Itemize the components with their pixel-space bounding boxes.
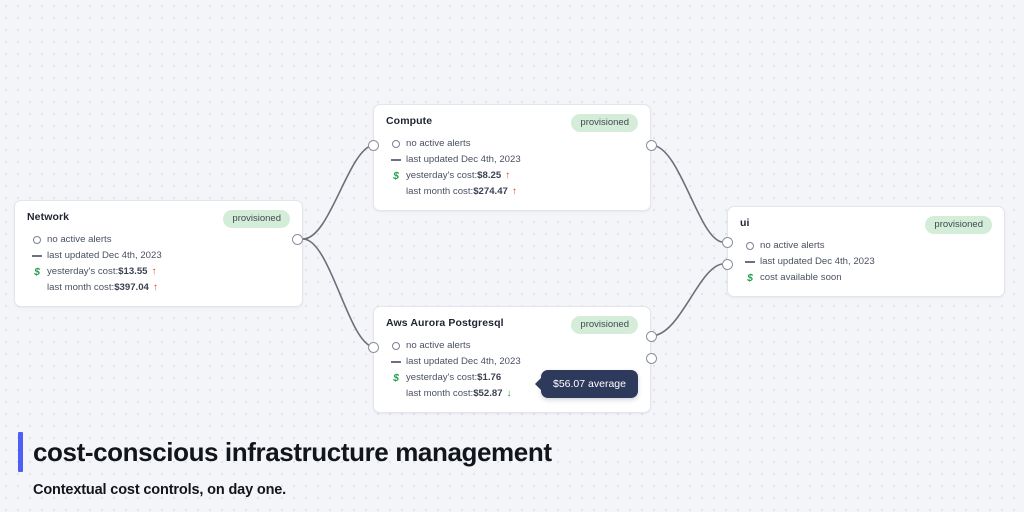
- dashed-line-icon: [27, 254, 47, 257]
- row-yesterday-cost: $ yesterday's cost: $1.76: [386, 370, 638, 385]
- row-value: $274.47: [473, 186, 508, 197]
- edge-network-to-aurora: [302, 238, 374, 348]
- row-alerts: no active alerts: [386, 136, 638, 151]
- handle-compute-left[interactable]: [368, 140, 379, 151]
- handle-aurora-right-top[interactable]: [646, 331, 657, 342]
- node-title: Network: [27, 211, 70, 223]
- trend-up-icon: ↑: [152, 281, 158, 293]
- dollar-icon: $: [393, 169, 399, 182]
- trend-up-icon: ↑: [151, 265, 157, 277]
- status-badge: provisioned: [925, 216, 992, 234]
- node-header: Aws Aurora Postgresql provisioned: [386, 316, 638, 334]
- row-label: no active alerts: [760, 240, 825, 251]
- row-last-updated: last updated Dec 4th, 2023: [27, 248, 290, 263]
- caption-block: cost-conscious infrastructure management…: [0, 424, 1024, 512]
- headline-wrapper: cost-conscious infrastructure management: [18, 432, 552, 472]
- row-label: yesterday's cost:: [406, 170, 478, 181]
- handle-network-right[interactable]: [292, 234, 303, 245]
- row-label: yesterday's cost:: [47, 266, 119, 277]
- trend-down-icon: ↓: [506, 387, 512, 399]
- row-label: cost available soon: [760, 272, 842, 283]
- handle-aurora-right-bottom[interactable]: [646, 353, 657, 364]
- dollar-icon: $: [393, 371, 399, 384]
- bell-outline-icon: [27, 235, 47, 244]
- node-rows: no active alerts last updated Dec 4th, 2…: [386, 338, 638, 401]
- handle-compute-right[interactable]: [646, 140, 657, 151]
- node-compute[interactable]: Compute provisioned no active alerts las…: [373, 104, 651, 211]
- bell-outline-icon: [740, 241, 760, 250]
- row-yesterday-cost: $ yesterday's cost: $8.25 ↑: [386, 168, 638, 183]
- row-label: last updated Dec 4th, 2023: [760, 256, 875, 267]
- row-last-updated: last updated Dec 4th, 2023: [386, 152, 638, 167]
- row-last-month-cost: last month cost: $397.04 ↑: [27, 280, 290, 295]
- status-badge: provisioned: [223, 210, 290, 228]
- row-last-updated: last updated Dec 4th, 2023: [386, 354, 638, 369]
- dollar-icon: $: [34, 265, 40, 278]
- handle-ui-left-top[interactable]: [722, 237, 733, 248]
- row-last-month-cost: last month cost: $274.47 ↑: [386, 184, 638, 199]
- node-header: ui provisioned: [740, 216, 992, 234]
- row-value: $13.55: [118, 266, 148, 277]
- row-label: last updated Dec 4th, 2023: [406, 154, 521, 165]
- trend-up-icon: ↑: [511, 185, 517, 197]
- row-alerts: no active alerts: [386, 338, 638, 353]
- edge-compute-to-ui: [650, 144, 723, 243]
- row-alerts: no active alerts: [740, 238, 992, 253]
- row-label: no active alerts: [406, 138, 471, 149]
- node-rows: no active alerts last updated Dec 4th, 2…: [740, 238, 992, 285]
- row-yesterday-cost: $ yesterday's cost: $13.55 ↑: [27, 264, 290, 279]
- row-label: last month cost:: [406, 388, 474, 399]
- row-value: $8.25: [477, 170, 502, 181]
- row-value: $397.04: [114, 282, 149, 293]
- bell-outline-icon: [386, 341, 406, 350]
- node-ui[interactable]: ui provisioned no active alerts last upd…: [727, 206, 1005, 297]
- row-cost-pending: $ cost available soon: [740, 270, 992, 285]
- page-subtitle: Contextual cost controls, on day one.: [33, 482, 287, 498]
- row-label: last updated Dec 4th, 2023: [47, 250, 162, 261]
- row-label: last month cost:: [406, 186, 474, 197]
- dashed-line-icon: [740, 260, 760, 263]
- edge-network-to-compute: [302, 144, 374, 240]
- flow-canvas[interactable]: Network provisioned no active alerts las…: [0, 0, 1024, 420]
- cost-average-tooltip: $56.07 average: [541, 370, 638, 398]
- node-rows: no active alerts last updated Dec 4th, 2…: [386, 136, 638, 199]
- edge-aurora-to-ui: [650, 263, 723, 337]
- row-label: last month cost:: [47, 282, 115, 293]
- handle-aurora-left[interactable]: [368, 342, 379, 353]
- accent-bar: [18, 432, 23, 472]
- row-label: no active alerts: [406, 340, 471, 351]
- node-title: Aws Aurora Postgresql: [386, 317, 504, 329]
- row-last-month-cost: last month cost: $52.87 ↓: [386, 386, 638, 401]
- node-network[interactable]: Network provisioned no active alerts las…: [14, 200, 303, 307]
- row-value: $52.87: [473, 388, 503, 399]
- node-header: Compute provisioned: [386, 114, 638, 132]
- node-title: Compute: [386, 115, 433, 127]
- bell-outline-icon: [386, 139, 406, 148]
- handle-ui-left-bottom[interactable]: [722, 259, 733, 270]
- row-label: yesterday's cost:: [406, 372, 478, 383]
- node-title: ui: [740, 217, 750, 229]
- row-last-updated: last updated Dec 4th, 2023: [740, 254, 992, 269]
- node-header: Network provisioned: [27, 210, 290, 228]
- dashed-line-icon: [386, 158, 406, 161]
- dollar-icon: $: [747, 271, 753, 284]
- status-badge: provisioned: [571, 114, 638, 132]
- status-badge: provisioned: [571, 316, 638, 334]
- page-title: cost-conscious infrastructure management: [33, 437, 552, 467]
- node-aurora-postgresql[interactable]: Aws Aurora Postgresql provisioned no act…: [373, 306, 651, 413]
- node-rows: no active alerts last updated Dec 4th, 2…: [27, 232, 290, 295]
- row-alerts: no active alerts: [27, 232, 290, 247]
- row-label: last updated Dec 4th, 2023: [406, 356, 521, 367]
- dashed-line-icon: [386, 360, 406, 363]
- row-value: $1.76: [477, 372, 502, 383]
- trend-up-icon: ↑: [505, 169, 511, 181]
- row-label: no active alerts: [47, 234, 112, 245]
